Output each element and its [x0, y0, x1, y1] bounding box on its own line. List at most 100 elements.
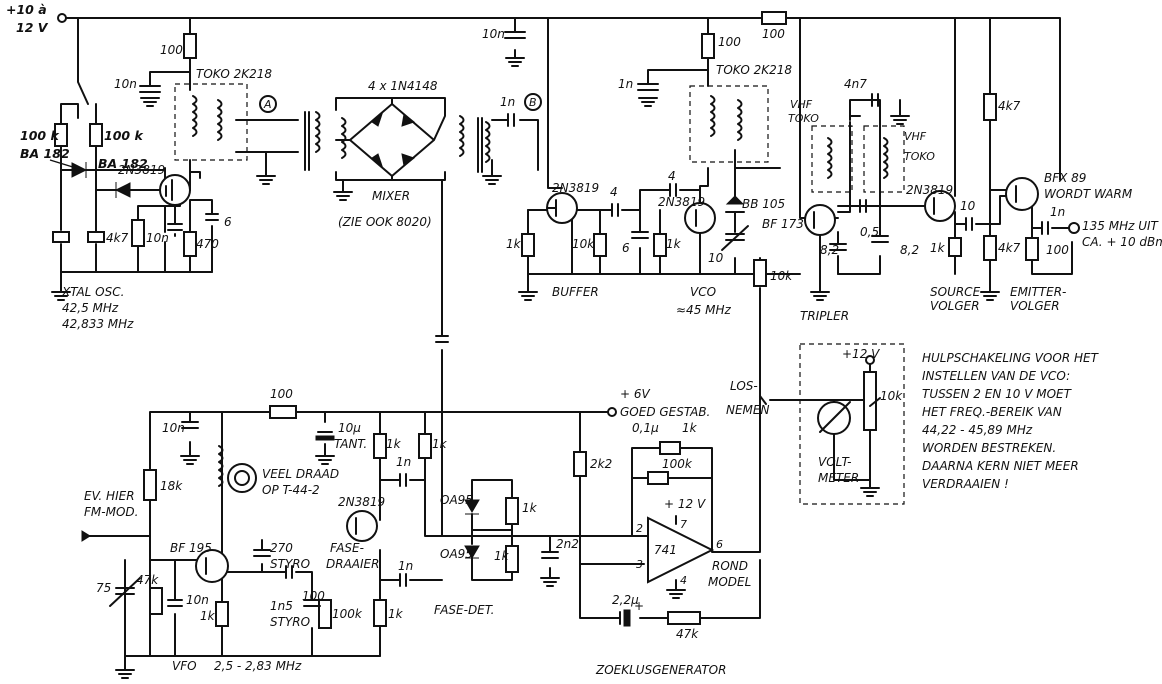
search-c22-label: 2,2μ	[612, 593, 639, 607]
phase-fet-label: 2N3819	[338, 495, 385, 509]
phase-r4-label: 1k	[494, 549, 510, 563]
xtal-c6-label: 6	[224, 215, 232, 229]
xtal-d2-label: BA 182	[98, 156, 148, 171]
resistor-100-xtal	[183, 33, 197, 59]
ef-re-label: 100	[1046, 243, 1069, 257]
xtal-d1-label: BA 182	[20, 146, 70, 161]
vco-c6-label: 6	[622, 241, 630, 255]
buffer-c-label: 4	[610, 185, 618, 199]
electrolytic-10u	[315, 435, 335, 441]
resistor-100k-fb	[647, 471, 669, 485]
rf-output-jack	[1068, 222, 1080, 234]
diode-ba182-1	[71, 162, 88, 178]
resistor-18k	[143, 469, 157, 501]
tripler-c-top-label: 4n7	[844, 77, 867, 91]
xtal-r-top-label: 100	[160, 43, 183, 57]
ground-symbol	[666, 589, 686, 599]
switch-label1: LOS-	[730, 379, 758, 393]
vco-fet-label: 2N3819	[658, 195, 705, 209]
search-r100k-label: 100k	[662, 457, 693, 471]
vco-rgate-label: 10k	[572, 237, 595, 251]
vco-c-top-label: 1n	[618, 77, 633, 91]
resistor-100-vfo	[269, 405, 297, 419]
vfo-coil1-label: VEEL DRAAD	[262, 467, 339, 481]
meter-note-2: TUSSEN 2 EN 10 V MOET	[922, 387, 1073, 401]
meter-note-3: HET FREQ.-BEREIK VAN	[922, 405, 1062, 419]
tripler-c82a-label: 8,2	[820, 243, 839, 257]
ground-symbol	[482, 175, 502, 185]
tripler-coil1-label: VHF	[790, 98, 813, 111]
ground-symbol	[518, 291, 538, 301]
resistor-2k2	[573, 451, 587, 477]
meter-box	[799, 343, 905, 505]
meter-supply-label: +12 V	[842, 347, 880, 361]
resistor-4k7-bot	[983, 235, 997, 261]
vfo-fm2-label: FM-MOD.	[84, 505, 138, 519]
potentiometer-10k	[863, 371, 877, 431]
components	[49, 11, 1080, 679]
meter-note-7: VERDRAAIEN !	[922, 477, 1009, 491]
vco-trim-label: 10	[708, 251, 724, 265]
ef-rtop-label: 4k7	[998, 99, 1021, 113]
xtal-r1-label: 100 k	[20, 128, 59, 143]
xtal-f1: 42,5 MHz	[62, 301, 119, 315]
resistor-470	[183, 231, 197, 257]
ground-symbol	[256, 175, 276, 185]
transistor-bf195	[195, 549, 229, 583]
resistor-4k7-top	[983, 93, 997, 121]
search-supply: + 12 V	[664, 497, 706, 511]
meter-title2: METER	[818, 471, 859, 485]
toko-can-xtal	[174, 83, 248, 161]
tripler-coil1b-label: TOKO	[788, 112, 819, 125]
crystal-42-833	[87, 231, 105, 243]
resistor-100-ef	[1025, 237, 1039, 261]
resistor-4k7	[131, 219, 145, 247]
vco-title: VCO	[690, 285, 716, 299]
vfo-r18-label: 18k	[160, 479, 183, 493]
pin2-label: 2	[636, 522, 643, 535]
pin3-label: 3	[636, 558, 643, 571]
meter-note-1: INSTELLEN VAN DE VCO:	[922, 369, 1070, 383]
resistor-1k-fb	[659, 441, 681, 455]
phase-rsrc-label: 1k	[388, 607, 404, 621]
pin7-label: 7	[680, 518, 687, 531]
vfo-transistor-label: BF 195	[170, 541, 212, 555]
point-a-label: A	[263, 98, 272, 111]
pin6-label: 6	[716, 538, 723, 551]
twelve-volt-terminal	[865, 355, 875, 365]
vco-freq: ≈45 MHz	[676, 303, 732, 317]
fet-2n3819-vco	[684, 202, 716, 234]
resistor-10k-ctrl	[753, 259, 767, 287]
tripler-c05-label: 0,5	[860, 225, 879, 239]
rail-resistor-label: 100	[762, 27, 785, 41]
point-b-label: B	[529, 96, 537, 109]
mixer-diode	[371, 112, 384, 127]
xtal-csrc-label: 10n	[146, 231, 169, 245]
toko-can-vco	[689, 85, 769, 163]
search-opamp-label: 741	[654, 543, 677, 557]
xtal-title: XTAL OSC.	[61, 285, 124, 299]
fm-input-arrow	[81, 530, 91, 542]
phase-r3-label: 1k	[522, 501, 538, 515]
resistor-47k	[149, 587, 163, 615]
electrolytic-2u2	[623, 609, 631, 627]
diode-ba182-2	[114, 182, 131, 198]
xtal-fet-label: 2N3819	[118, 163, 165, 177]
resistor-10k-vco	[593, 233, 607, 257]
ground-symbol	[810, 291, 830, 301]
ef-rbot-label: 4k7	[998, 241, 1021, 255]
ground-symbol	[860, 487, 880, 497]
labels: +10 à 12 V 100 10n TOKO 2K218 100 k 100 …	[6, 2, 1162, 677]
vfo-c10n-label: 10n	[186, 593, 209, 607]
sf-title1: SOURCE-	[930, 285, 984, 299]
phase-det-title: FASE-DET.	[434, 603, 494, 617]
fet-2n3819-sf	[924, 190, 956, 222]
resistor-1k-b	[418, 433, 432, 459]
phase-r100k-label: 100k	[332, 607, 363, 621]
sf-r-label: 1k	[930, 241, 946, 255]
phase-title2: DRAAIER	[326, 557, 379, 571]
resistor-1k-det1	[505, 497, 519, 525]
phase-title1: FASE-	[330, 541, 364, 555]
search-title: ZOEKLUSGENERATOR	[595, 663, 726, 677]
